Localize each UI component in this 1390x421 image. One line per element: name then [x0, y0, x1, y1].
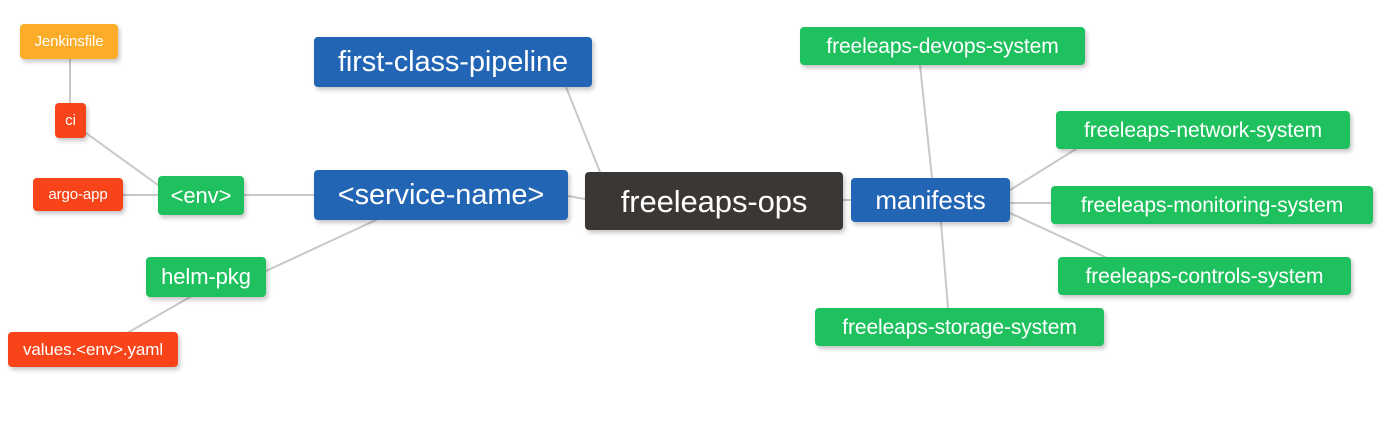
- edge-manifests-to-freeleaps-storage-system: [940, 221, 949, 309]
- node-freeleaps-storage-system[interactable]: freeleaps-storage-system: [815, 308, 1104, 346]
- edge-service-name-to-helm-pkg: [265, 219, 377, 272]
- node-jenkinsfile[interactable]: Jenkinsfile: [20, 24, 118, 59]
- edge-first-class-pipeline-to-freeleaps-ops: [565, 86, 601, 173]
- node-values-yaml[interactable]: values.<env>.yaml: [8, 332, 178, 367]
- node-freeleaps-devops-system[interactable]: freeleaps-devops-system: [800, 27, 1085, 65]
- node-argo-app[interactable]: argo-app: [33, 178, 123, 211]
- node-env[interactable]: <env>: [158, 176, 244, 215]
- node-freeleaps-monitoring-system[interactable]: freeleaps-monitoring-system: [1051, 186, 1373, 224]
- node-manifests[interactable]: manifests: [851, 178, 1010, 222]
- node-ci[interactable]: ci: [55, 103, 86, 138]
- edge-manifests-to-freeleaps-devops-system: [919, 64, 933, 179]
- node-freeleaps-ops[interactable]: freeleaps-ops: [585, 172, 843, 230]
- edge-service-name-to-freeleaps-ops: [567, 195, 586, 200]
- node-freeleaps-controls-system[interactable]: freeleaps-controls-system: [1058, 257, 1351, 295]
- node-helm-pkg[interactable]: helm-pkg: [146, 257, 266, 297]
- edge-manifests-to-freeleaps-network-system: [1009, 148, 1077, 191]
- node-freeleaps-network-system[interactable]: freeleaps-network-system: [1056, 111, 1350, 149]
- node-service-name[interactable]: <service-name>: [314, 170, 568, 220]
- node-first-class-pipeline[interactable]: first-class-pipeline: [314, 37, 592, 87]
